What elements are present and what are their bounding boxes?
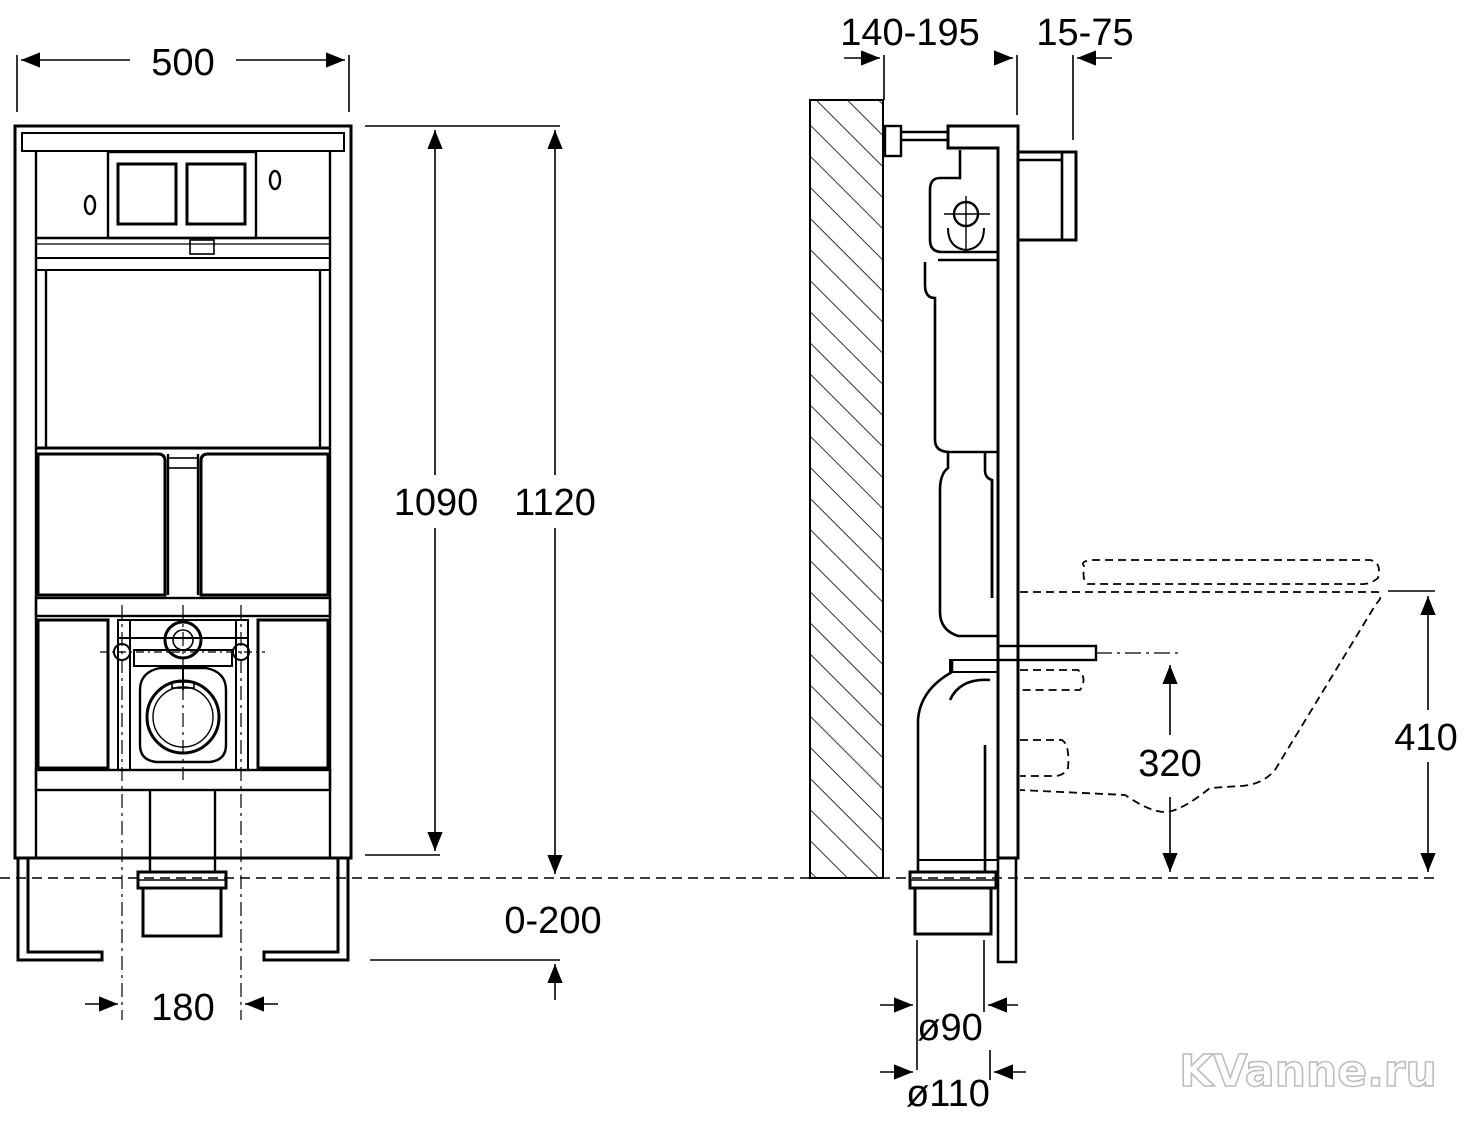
drain-bend — [916, 660, 1000, 872]
side-leg — [996, 858, 1018, 964]
watermark: KVanne.ru — [1179, 1046, 1437, 1097]
flush-button-right — [185, 162, 247, 226]
toilet-bowl-outline — [1019, 559, 1382, 813]
dim-seat-height: 410 — [1394, 717, 1457, 759]
dim-wall-gap: 140-195 — [840, 12, 979, 54]
tank-left — [36, 452, 167, 597]
leg-left — [16, 858, 104, 962]
mount-hole-right — [268, 169, 282, 191]
dim-bolt-spacing: 180 — [151, 987, 214, 1029]
dim-width-500: 500 — [151, 42, 214, 84]
side-dimensions — [844, 50, 1436, 1080]
dim-height-1120: 1120 — [514, 482, 596, 524]
front-view — [13, 124, 353, 1020]
dim-panel-offset: 15-75 — [1036, 12, 1133, 54]
cistern-body — [923, 150, 998, 454]
flush-button-left — [116, 162, 178, 226]
dim-outer-diameter: ø110 — [906, 1073, 990, 1115]
leg-right — [262, 858, 350, 962]
frame-outline — [13, 124, 353, 860]
wall-section — [809, 99, 884, 879]
panel-mount — [1016, 150, 1078, 242]
dim-leg-adjust: 0-200 — [504, 900, 601, 942]
dim-inner-diameter: ø90 — [917, 1007, 982, 1049]
front-dimensions — [16, 52, 563, 1012]
tank-right — [199, 452, 330, 597]
water-inlet — [163, 620, 203, 660]
side-view — [883, 124, 1180, 964]
dim-drain-height: 320 — [1138, 743, 1201, 785]
mount-hole-left — [83, 194, 97, 216]
dim-height-1090: 1090 — [394, 482, 479, 524]
